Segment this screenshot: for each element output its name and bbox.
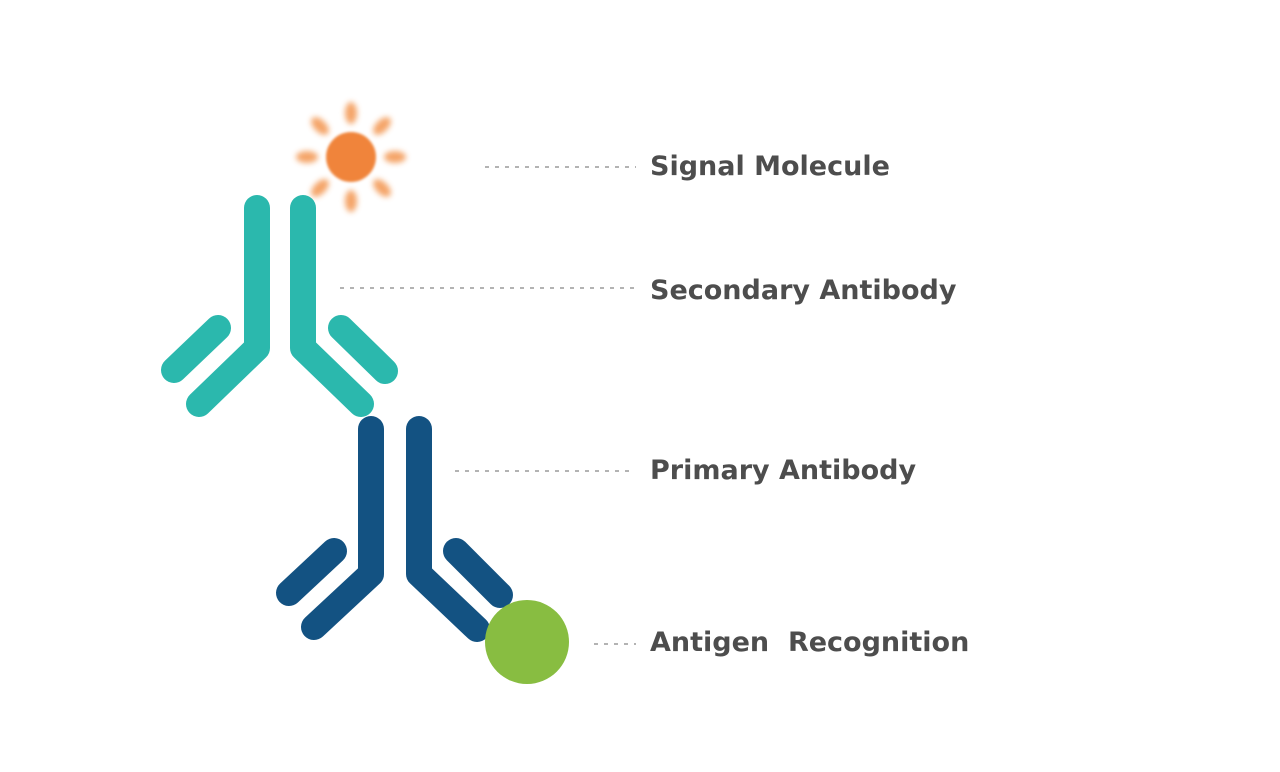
- antigen: [485, 600, 569, 684]
- secondary-antibody: [161, 195, 398, 417]
- primary-antibody-label: Primary Antibody: [650, 455, 917, 486]
- signal-molecule-label: Signal Molecule: [650, 151, 890, 182]
- secondary-antibody-label: Secondary Antibody: [650, 275, 957, 306]
- signal-molecule: [296, 102, 406, 212]
- leader-lines: [340, 166, 636, 645]
- antigen-recognition-label: Antigen Recognition: [650, 627, 970, 658]
- primary-antibody: [276, 416, 513, 642]
